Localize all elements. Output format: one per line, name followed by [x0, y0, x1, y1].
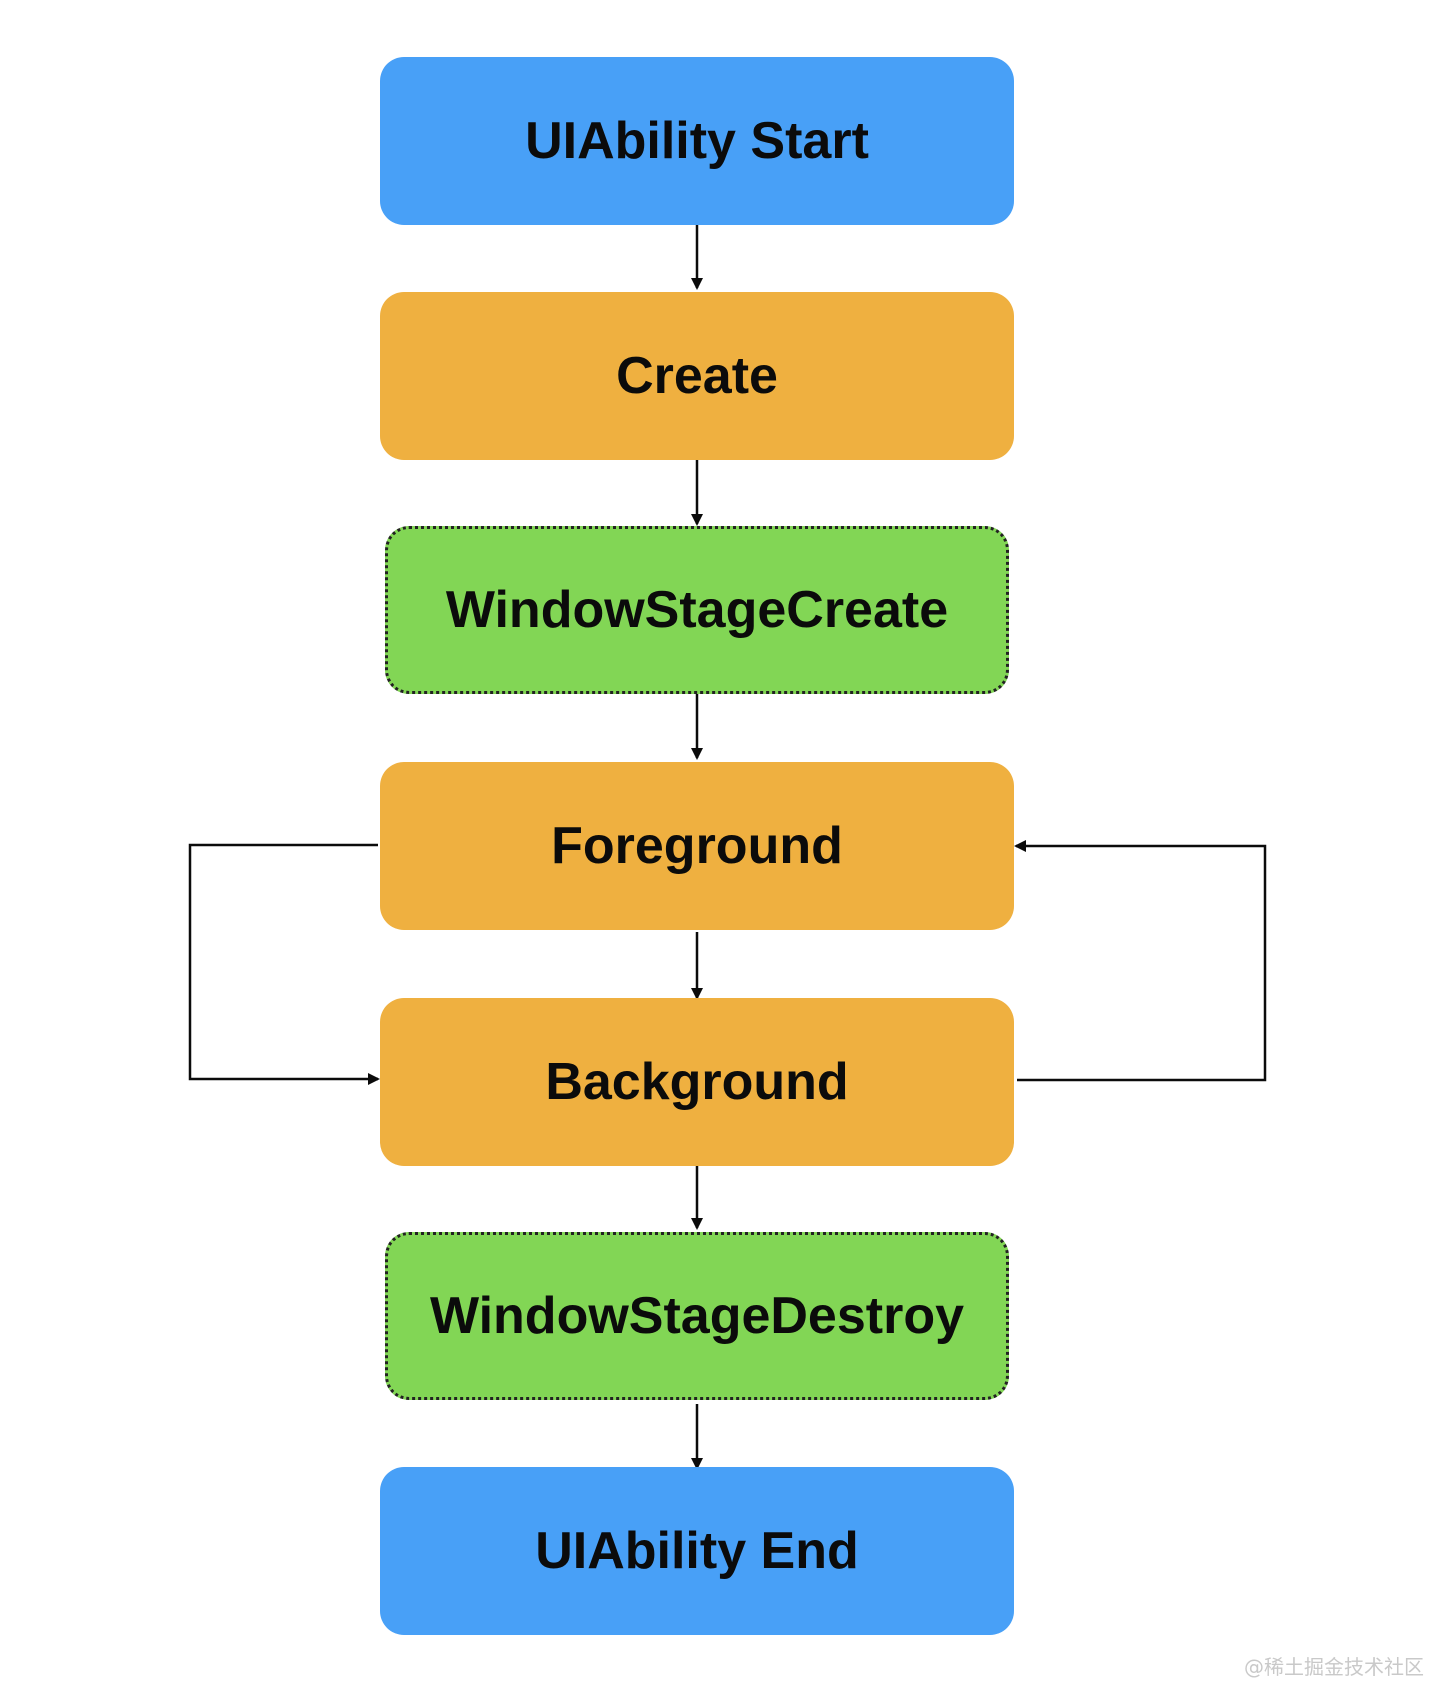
node-foreground: Foreground [380, 762, 1014, 930]
node-foreground-label: Foreground [551, 817, 843, 875]
node-window-stage-destroy-label: WindowStageDestroy [429, 1287, 965, 1345]
node-window-stage-create-label: WindowStageCreate [445, 581, 949, 639]
node-uiability-start: UIAbility Start [380, 57, 1014, 225]
node-uiability-end: UIAbility End [380, 1467, 1014, 1635]
watermark: @稀土掘金技术社区 [1244, 1655, 1424, 1679]
node-background-label: Background [545, 1053, 849, 1111]
node-create: Create [380, 292, 1014, 460]
node-window-stage-destroy: WindowStageDestroy [385, 1232, 1009, 1400]
node-window-stage-create: WindowStageCreate [385, 526, 1009, 694]
node-uiability-start-label: UIAbility Start [525, 112, 869, 170]
loop-background-to-foreground [1014, 840, 1267, 1082]
loop-foreground-to-background [188, 843, 380, 1085]
node-uiability-end-label: UIAbility End [535, 1522, 859, 1580]
node-create-label: Create [616, 347, 778, 405]
node-background: Background [380, 998, 1014, 1166]
